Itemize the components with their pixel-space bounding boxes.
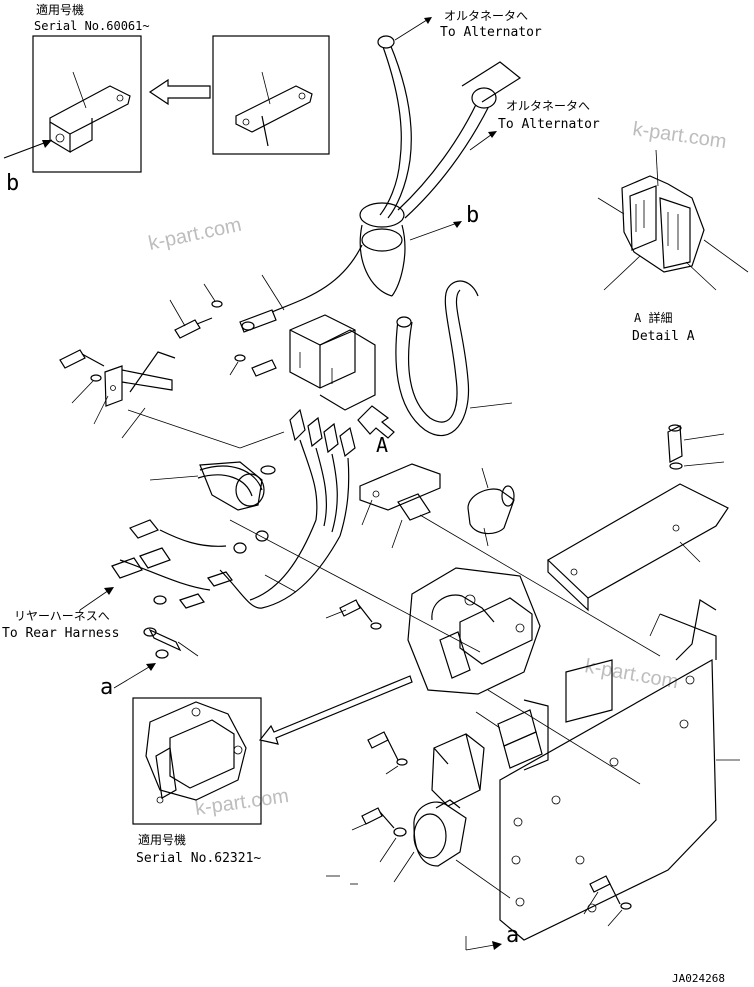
ref-a-left: a <box>100 675 113 700</box>
ring-terminal-upper <box>239 244 363 333</box>
alternator-cable-2 <box>397 61 522 219</box>
inset-arrow <box>148 78 211 106</box>
arrow-a-bottom <box>326 875 502 951</box>
watermark-3: k-part.com <box>583 655 680 693</box>
bolt-lower-1 <box>367 731 408 775</box>
connectors-harness <box>111 519 269 659</box>
wire-harness <box>119 408 356 609</box>
view-a-label: A <box>376 433 388 457</box>
washer-upper <box>203 283 223 308</box>
serial-top-jp-label: 適用号機 <box>36 2 84 17</box>
bolt-middle <box>325 599 382 630</box>
bolt-lower-2 <box>351 807 407 863</box>
bolt-relay <box>229 354 277 377</box>
rear-harness-jp-label: リヤーハーネスへ <box>14 609 110 623</box>
terminal-block <box>475 699 549 771</box>
watermark-1: k-part.com <box>146 214 243 255</box>
watermark-4: k-part.com <box>194 785 291 820</box>
view-arrow-a <box>357 405 395 439</box>
ref-a-bottom: a <box>506 923 519 948</box>
detail-a-label: Detail A <box>632 329 695 344</box>
inset-bracket-serial-60061 <box>32 35 142 173</box>
serial-bottom-jp-label: 適用号機 <box>138 832 186 847</box>
boot-cap <box>467 467 515 547</box>
watermark-2: k-part.com <box>631 118 728 153</box>
rear-harness-label: To Rear Harness <box>2 626 119 641</box>
alternator-1-label: To Alternator <box>440 25 542 40</box>
bracket-left <box>93 351 176 439</box>
detail-a-jp-label: A 詳細 <box>634 310 672 325</box>
relay-inset-hexagon <box>407 567 541 695</box>
inset-arrow-bottom <box>258 675 413 745</box>
ref-b-top: b <box>6 171 19 196</box>
alternator-1-jp-label: オルタネータへ <box>444 9 528 23</box>
inset-relay-serial-62321 <box>132 697 262 825</box>
fuse-box <box>431 733 485 807</box>
serial-bottom-label: Serial No.62321~ <box>136 851 261 866</box>
arrow-b-top <box>3 139 53 159</box>
cable-clamp <box>359 202 462 297</box>
alternator-2-jp-label: オルタネータへ <box>506 99 590 113</box>
inset-bracket-original <box>212 35 330 155</box>
ref-b-cable: b <box>466 203 479 228</box>
relay-pair <box>289 314 376 411</box>
arrow-a-left <box>79 587 156 689</box>
serial-top-label: Serial No.60061~ <box>34 19 150 33</box>
bolt-upper <box>169 299 213 339</box>
plate-cover <box>547 483 729 612</box>
boot-cover-harness <box>199 461 276 511</box>
alternator-2-label: To Alternator <box>498 117 600 132</box>
bolt-plate <box>667 424 725 470</box>
base-panel <box>499 599 740 941</box>
detail-a-connector <box>597 149 749 291</box>
battery-relay <box>393 799 467 883</box>
alternator-cable-1 <box>377 17 432 219</box>
bracket-small <box>359 463 441 549</box>
bolt-left <box>59 349 105 404</box>
battery-cable <box>395 280 513 437</box>
bolt-bottom-right <box>583 875 632 927</box>
drawing-number: JA024268 <box>672 972 725 985</box>
leader-lines <box>127 409 661 899</box>
